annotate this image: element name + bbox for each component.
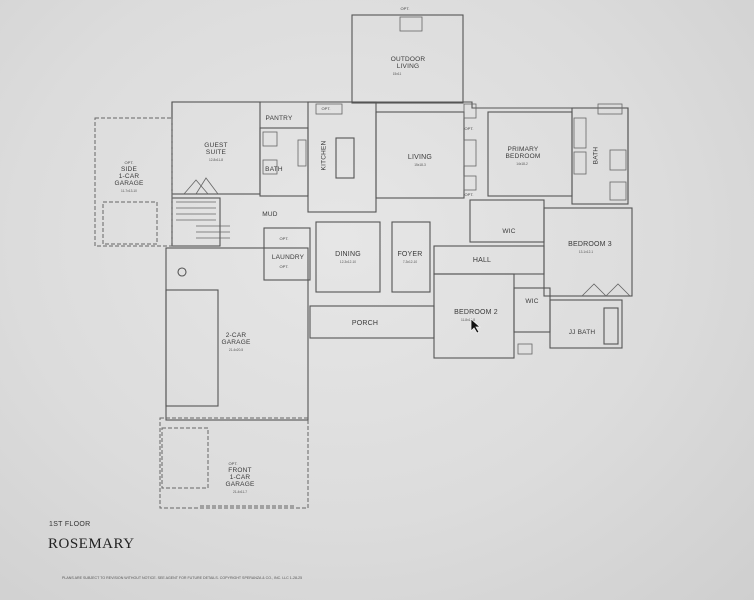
kitchen-island: [335, 137, 355, 179]
primary-bath-outline: [571, 107, 629, 205]
room-jj-bath: JJ BATH: [568, 329, 596, 336]
dim-foyer: 7-3x12-10: [402, 260, 418, 264]
room-mud: MUD: [262, 211, 278, 218]
room-kitchen: KITCHEN: [320, 140, 328, 171]
outdoor-living-outline: [351, 14, 464, 104]
side-garage-storage: [102, 201, 158, 245]
living-fireplace: [463, 139, 477, 167]
bedroom-2-wic-outline: [513, 287, 551, 333]
kitchen-counter: [297, 139, 307, 167]
garage-storage: [165, 289, 219, 407]
guest-door-swing-2: [195, 177, 219, 195]
dim-bedroom-2: 11-8x12-8: [460, 318, 476, 322]
room-primary-bedroom: PRIMARY BEDROOM: [505, 146, 541, 160]
room-wic-bed2: WIC: [525, 298, 539, 305]
bedroom-2-outline: [433, 273, 515, 359]
room-guest-suite: GUEST SUITE: [204, 142, 228, 156]
room-pantry: PANTRY: [265, 115, 293, 122]
plan-name: ROSEMARY: [48, 536, 135, 552]
dining-outline: [315, 221, 381, 293]
guest-door-swing: [183, 179, 209, 195]
dim-primary-bedroom: 14x18-2: [516, 162, 528, 166]
jj-bath-outline: [549, 299, 623, 349]
primary-window: [597, 103, 623, 115]
room-bath-guest: BATH: [265, 166, 283, 173]
foyer-outline: [391, 221, 431, 293]
opt-window-2: [463, 175, 477, 191]
outdoor-fireplace: [399, 16, 423, 32]
linen: [517, 343, 533, 355]
bedroom-3-door-swing: [581, 283, 607, 297]
room-hall: HALL: [472, 257, 492, 264]
bedroom-3-door-swing-2: [605, 283, 631, 297]
dim-living: 15x18-3: [414, 163, 426, 167]
disclaimer-text: PLANS ARE SUBJECT TO REVISION WITHOUT NO…: [62, 576, 303, 580]
room-bedroom-3: BEDROOM 3: [568, 241, 612, 248]
primary-vanity-1: [573, 117, 587, 149]
stair-outline: [171, 197, 221, 247]
dim-two-car-garage: 21-4x20-5: [228, 348, 244, 352]
water-heater: [177, 267, 187, 277]
tub: [603, 307, 619, 345]
room-living: LIVING: [407, 154, 433, 161]
room-porch: PORCH: [351, 320, 379, 327]
room-laundry: LAUNDRY: [271, 254, 305, 261]
front-garage-storage: [161, 427, 209, 489]
room-dining: DINING: [335, 251, 361, 258]
laundry-outline: [263, 227, 311, 281]
opt-tag-laundry-1: OPT.: [279, 236, 289, 241]
opt-window-1: [463, 103, 477, 119]
opt-tag-kitchen: OPT.: [321, 106, 331, 111]
room-side-garage: SIDE 1-CAR GARAGE: [114, 166, 144, 187]
dim-bedroom-3: 13-1x12-1: [578, 250, 594, 254]
room-front-garage: FRONT 1-CAR GARAGE: [225, 467, 255, 488]
guest-vanity: [262, 159, 278, 175]
dim-front-garage: 21-4x11-7: [232, 490, 248, 494]
room-outdoor-living: OUTDOOR LIVING: [390, 56, 426, 70]
opt-tag-laundry-2: OPT.: [279, 264, 289, 269]
side-garage-outline: [94, 117, 173, 247]
room-foyer: FOYER: [397, 251, 423, 258]
room-bath-primary: BATH: [592, 146, 600, 165]
guest-bath-outline: [259, 127, 309, 197]
rear-wall: [172, 101, 629, 200]
dim-guest-suite: 12-8x11-8: [208, 158, 224, 162]
room-two-car-garage: 2-CAR GARAGE: [221, 332, 251, 346]
dim-side-garage: 11-7x13-10: [121, 189, 137, 193]
room-wic-primary: WIC: [502, 228, 516, 235]
kitchen-opt-window: [315, 103, 343, 115]
primary-tub: [609, 181, 627, 201]
front-garage-outline: [159, 417, 309, 509]
mouse-cursor-icon: [470, 318, 482, 334]
opt-tag-side-garage: OPT.: [124, 160, 134, 165]
dim-dining: 12-3x12-10: [339, 260, 357, 264]
opt-tag-front-garage: OPT.: [228, 461, 238, 466]
opt-tag-living-2: OPT.: [464, 192, 474, 197]
dim-outdoor-living: 15x11: [392, 72, 402, 76]
primary-wic-outline: [469, 199, 545, 243]
primary-shower: [609, 149, 627, 171]
floor-label: 1ST FLOOR: [49, 521, 91, 528]
guest-shower: [262, 131, 278, 147]
room-bedroom-2: BEDROOM 2: [454, 309, 498, 316]
kitchen-outline: [307, 101, 377, 213]
opt-tag-outdoor: OPT.: [400, 6, 410, 11]
opt-tag-living-1: OPT.: [464, 126, 474, 131]
primary-vanity-2: [573, 151, 587, 175]
